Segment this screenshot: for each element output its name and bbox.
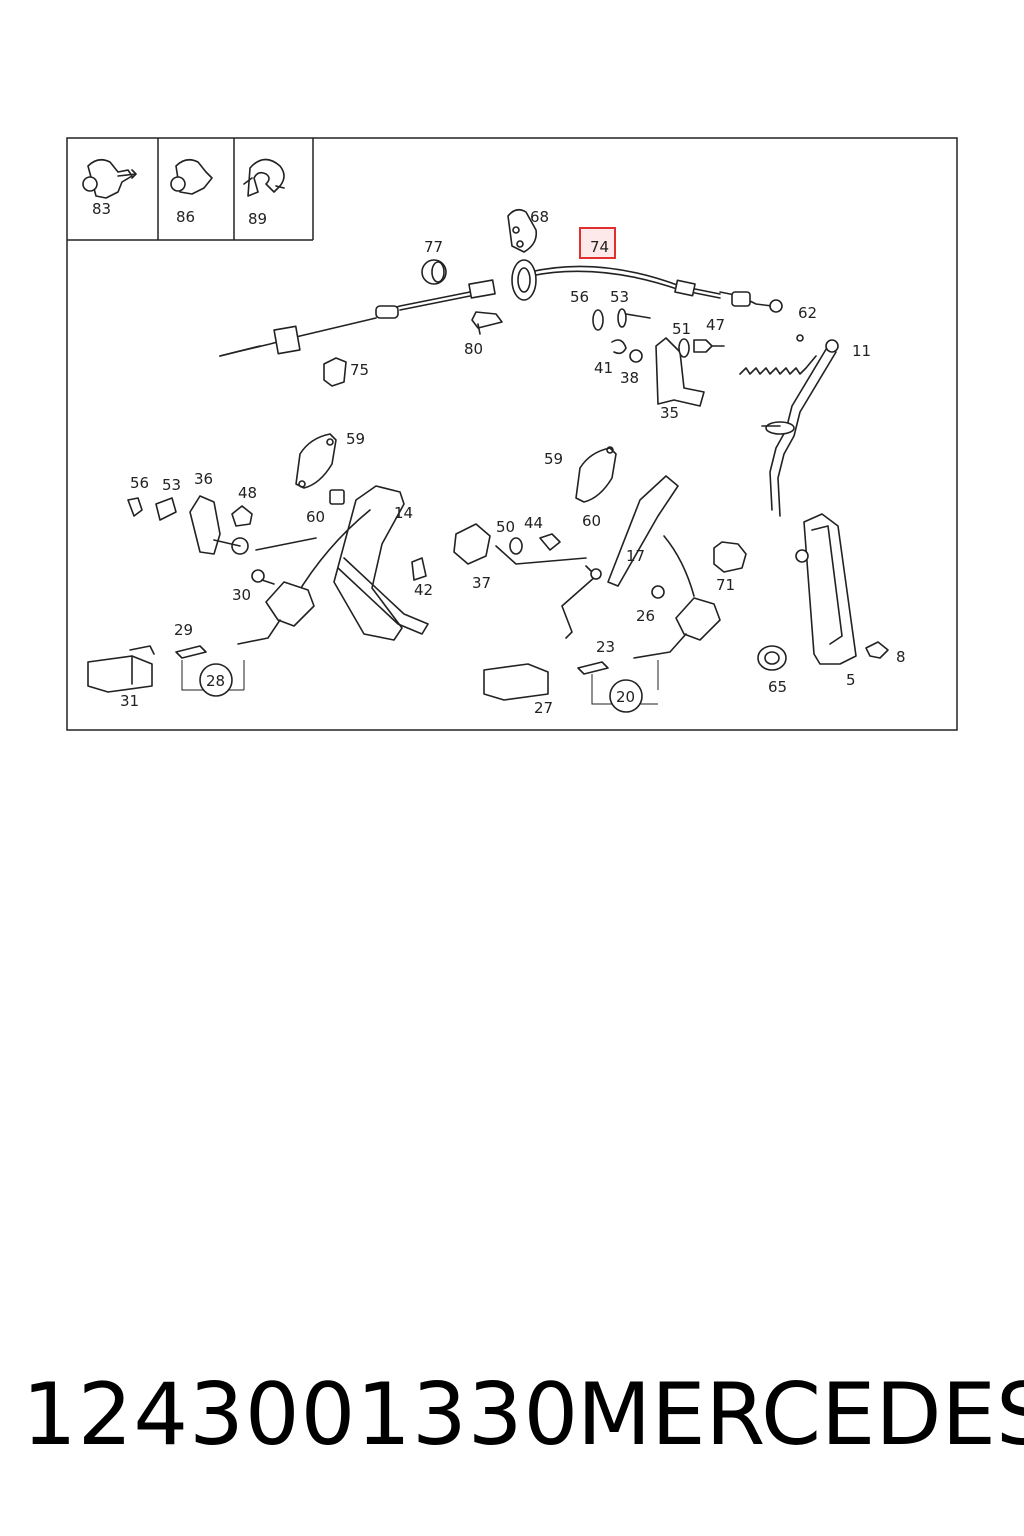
label-28[interactable]: 28: [206, 672, 225, 690]
label-77[interactable]: 77: [424, 238, 443, 256]
part-31-relay[interactable]: [87, 645, 155, 693]
label-56[interactable]: 56: [570, 288, 589, 306]
part-8-clip[interactable]: [865, 641, 889, 659]
label-14[interactable]: 14: [394, 504, 413, 522]
part-37-switch[interactable]: [453, 523, 587, 565]
part-56-53-left[interactable]: [127, 497, 177, 521]
part-48-bolt[interactable]: [231, 505, 253, 527]
part-29-pin[interactable]: [175, 645, 245, 697]
part-86-clip[interactable]: [170, 158, 213, 195]
brand-name: MERCEDES: [577, 1365, 1024, 1465]
label-53-left[interactable]: 53: [162, 476, 181, 494]
part-11-rod[interactable]: [761, 339, 839, 517]
part-23-pin[interactable]: [577, 660, 659, 713]
part-50-44[interactable]: [509, 533, 561, 555]
part-77-grommet[interactable]: [421, 259, 447, 285]
label-83[interactable]: 83: [92, 200, 111, 218]
part-26-screw[interactable]: [651, 585, 665, 599]
label-53[interactable]: 53: [610, 288, 629, 306]
label-60-left[interactable]: 60: [306, 508, 325, 526]
label-27[interactable]: 27: [534, 699, 553, 717]
part-number: 1243001330: [22, 1365, 580, 1465]
inset-boxes: [67, 138, 314, 241]
part-labels: 83 86 89 68 74 77 56 53 62 51 47 11 80 7…: [92, 200, 906, 717]
part-14-pedal-left[interactable]: [295, 485, 429, 641]
part-30-screw[interactable]: [251, 569, 275, 585]
label-56-left[interactable]: 56: [130, 474, 149, 492]
part-83-clip[interactable]: [82, 158, 137, 199]
label-35[interactable]: 35: [660, 404, 679, 422]
label-44[interactable]: 44: [524, 514, 543, 532]
part-sensor-right[interactable]: [633, 597, 721, 659]
part-68-grommet[interactable]: [507, 208, 538, 253]
label-30[interactable]: 30: [232, 586, 251, 604]
label-62[interactable]: 62: [798, 304, 817, 322]
part-cable-left[interactable]: [219, 259, 537, 357]
label-47[interactable]: 47: [706, 316, 725, 334]
part-42-clip[interactable]: [411, 557, 427, 581]
label-42[interactable]: 42: [414, 581, 433, 599]
highlight-box-74[interactable]: [579, 227, 616, 259]
label-65[interactable]: 65: [768, 678, 787, 696]
part-65-sensor[interactable]: [757, 645, 787, 671]
footer: 1243001330 MERCEDES: [22, 1365, 1024, 1475]
part-59-cover-right[interactable]: [575, 446, 617, 503]
part-17-lever[interactable]: [561, 475, 695, 639]
part-74-cable[interactable]: [529, 265, 783, 313]
label-36[interactable]: 36: [194, 470, 213, 488]
label-20[interactable]: 20: [616, 688, 635, 706]
label-5[interactable]: 5: [846, 671, 856, 689]
part-5-pedal[interactable]: [795, 513, 857, 665]
part-35-bracket[interactable]: [592, 308, 725, 407]
label-74[interactable]: 74: [590, 238, 609, 256]
label-31[interactable]: 31: [120, 692, 139, 710]
label-26[interactable]: 26: [636, 607, 655, 625]
part-27-relay[interactable]: [483, 663, 549, 701]
part-59-cover-left[interactable]: [295, 433, 337, 489]
part-sensor-left[interactable]: [237, 581, 315, 645]
part-62-spring[interactable]: [739, 334, 817, 375]
label-8[interactable]: 8: [896, 648, 906, 666]
label-80[interactable]: 80: [464, 340, 483, 358]
label-89[interactable]: 89: [248, 210, 267, 228]
label-29[interactable]: 29: [174, 621, 193, 639]
label-23[interactable]: 23: [596, 638, 615, 656]
label-59-right[interactable]: 59: [544, 450, 563, 468]
part-89-clip[interactable]: [243, 158, 285, 197]
part-36-bracket-left[interactable]: [189, 495, 317, 555]
label-50[interactable]: 50: [496, 518, 515, 536]
part-75-clip[interactable]: [323, 357, 347, 387]
label-11[interactable]: 11: [852, 342, 871, 360]
label-51[interactable]: 51: [672, 320, 691, 338]
label-17[interactable]: 17: [626, 547, 645, 565]
label-41[interactable]: 41: [594, 359, 613, 377]
label-37[interactable]: 37: [472, 574, 491, 592]
label-48[interactable]: 48: [238, 484, 257, 502]
label-75[interactable]: 75: [350, 361, 369, 379]
label-60-right[interactable]: 60: [582, 512, 601, 530]
label-38[interactable]: 38: [620, 369, 639, 387]
label-86[interactable]: 86: [176, 208, 195, 226]
label-71[interactable]: 71: [716, 576, 735, 594]
label-59-left[interactable]: 59: [346, 430, 365, 448]
label-68[interactable]: 68: [530, 208, 549, 226]
part-71-connector[interactable]: [713, 541, 747, 573]
part-80-clip[interactable]: [471, 311, 503, 335]
